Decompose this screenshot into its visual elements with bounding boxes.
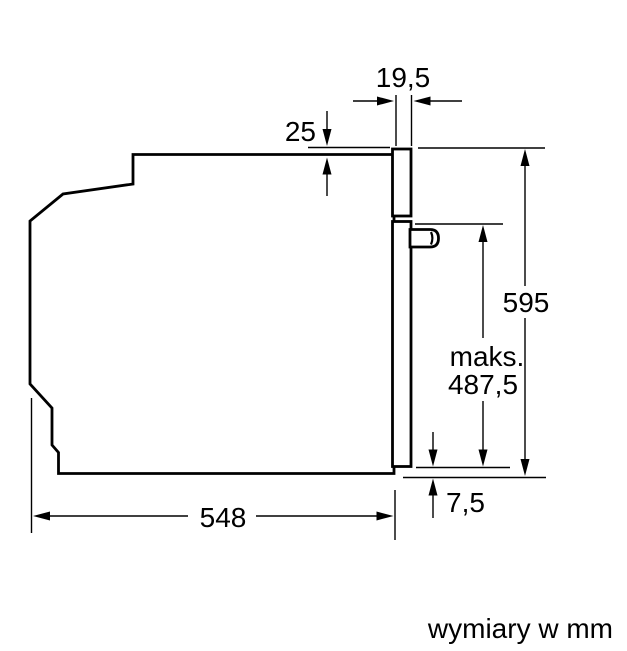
- arrow-down-icon: [428, 449, 438, 467]
- dim-bottom-overhang: 7,5: [428, 432, 485, 518]
- dim-total-height: 595: [503, 149, 550, 476]
- arrow-up-icon: [322, 157, 332, 175]
- door-shape: [391, 220, 413, 468]
- dim-label-max-value: 487,5: [448, 369, 518, 400]
- dim-label-total-height: 595: [503, 287, 550, 318]
- door-handle-outline: [408, 228, 440, 249]
- units-note: wymiary w mm: [427, 613, 613, 644]
- dim-label-body-depth: 548: [200, 502, 247, 533]
- arrow-up-icon: [478, 225, 488, 242]
- oven-body-outline: [28, 153, 396, 475]
- extension-lines: [30, 95, 546, 540]
- arrow-left-icon: [413, 96, 431, 106]
- dim-body-depth: 548: [33, 502, 394, 533]
- arrow-down-icon: [322, 129, 332, 146]
- dim-label-max-prefix: maks.: [450, 341, 525, 372]
- handle-end-cap-line: [429, 231, 434, 245]
- dim-front-panel-thickness: 19,5: [353, 62, 462, 106]
- arrow-down-icon: [520, 459, 530, 476]
- oven-body-shape: [28, 153, 396, 475]
- front-panel-outline: [391, 147, 413, 468]
- dim-label-top-gap: 25: [285, 116, 316, 147]
- dim-label-bottom-overhang: 7,5: [446, 487, 485, 518]
- control-panel-shape: [391, 147, 413, 218]
- handle-shape: [408, 228, 440, 249]
- arrow-up-icon: [428, 478, 438, 496]
- arrow-left-icon: [33, 511, 50, 521]
- arrow-right-icon: [377, 96, 394, 106]
- dim-max-height: maks. 487,5: [448, 225, 524, 467]
- arrow-up-icon: [520, 149, 530, 166]
- dim-label-panel-thickness: 19,5: [376, 62, 431, 93]
- dim-top-gap: 25: [285, 111, 332, 196]
- arrow-down-icon: [478, 449, 488, 467]
- arrow-right-icon: [376, 511, 394, 521]
